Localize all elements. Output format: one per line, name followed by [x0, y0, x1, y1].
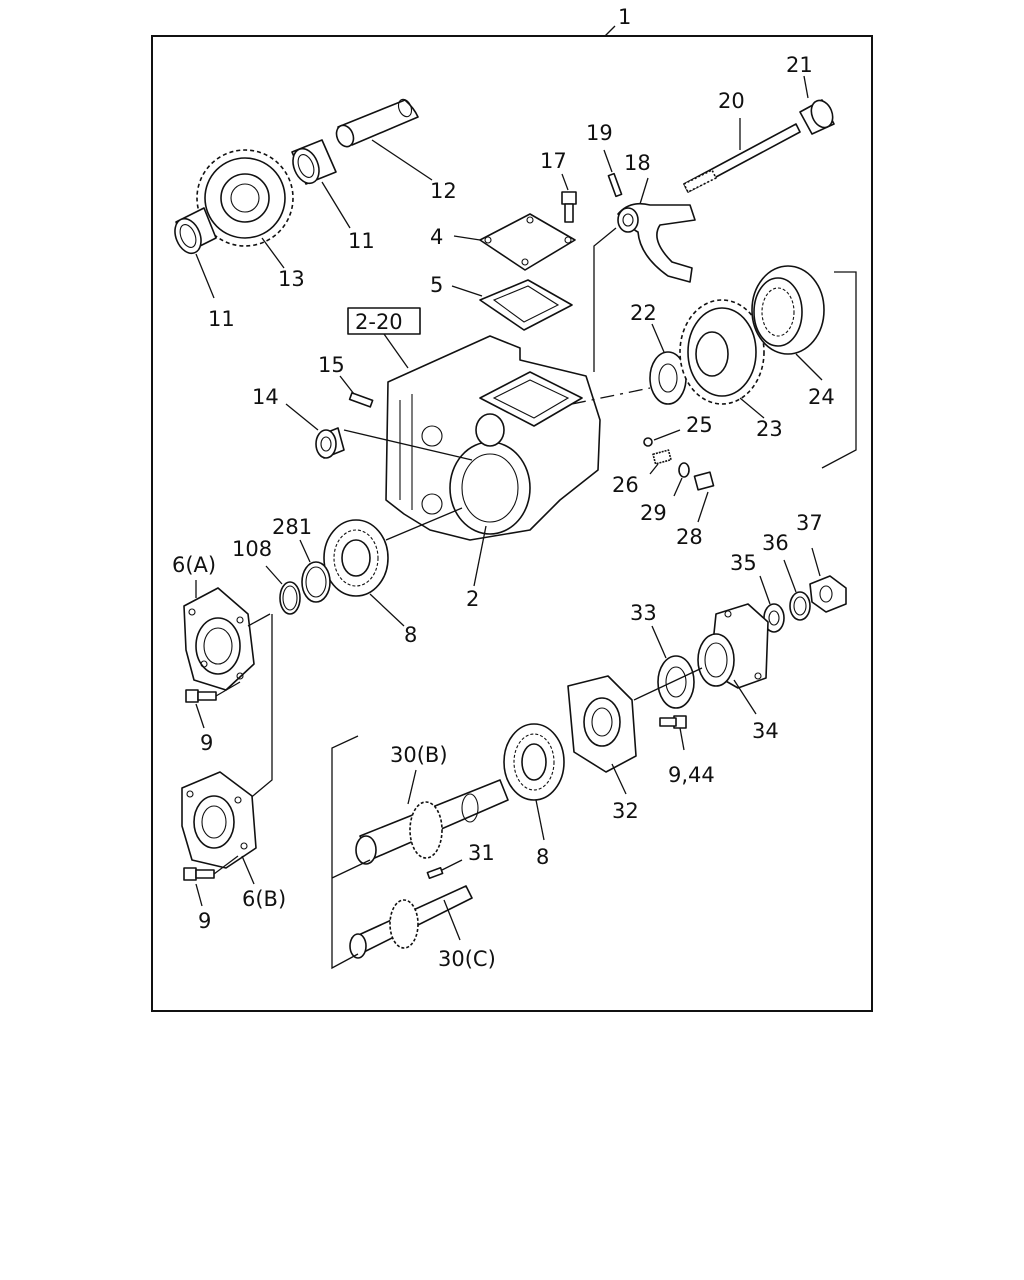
callout-33: 33: [630, 601, 657, 625]
callout-25: 25: [686, 413, 713, 437]
bracket-lower-left: [331, 735, 359, 970]
flange-6A: 6(A): [172, 553, 273, 801]
spring-26: 26: [612, 449, 672, 497]
cover-plate-4: 4: [430, 213, 576, 271]
callout-32: 32: [612, 799, 639, 823]
pin-15: 15: [318, 353, 374, 408]
callout-37: 37: [796, 511, 823, 535]
bolt-9-44: 9,44: [659, 715, 715, 787]
bolt-17: 17: [540, 149, 577, 223]
ball-bearing-8-upper: 8: [323, 507, 463, 647]
shaft-pin-12: 12: [335, 98, 457, 203]
callout-281: 281: [272, 515, 312, 539]
oil-seal-33: 33: [630, 601, 695, 709]
callout-12: 12: [430, 179, 457, 203]
washer-29: 29: [640, 462, 690, 525]
nut-37: 37: [796, 511, 847, 613]
bolt-9-upper: 9: [185, 681, 241, 755]
callout-4: 4: [430, 225, 443, 249]
lock-ring-36: 36: [762, 531, 811, 621]
callout-9-lower: 9: [198, 909, 211, 933]
callout-108: 108: [232, 537, 272, 561]
reference-box-label: 2-20: [355, 310, 403, 334]
plug-28: 28: [676, 471, 715, 549]
callout-11-lower: 11: [208, 307, 235, 331]
callout-13: 13: [278, 267, 305, 291]
gasket-5: 5: [430, 273, 573, 331]
leader-bracket-bearing: [331, 859, 371, 879]
callout-30C: 30(C): [438, 947, 496, 971]
callout-26: 26: [612, 473, 639, 497]
callout-28: 28: [676, 525, 703, 549]
pto-housing-2: 2: [385, 335, 601, 611]
bracket-right-upper: [821, 271, 857, 469]
callout-36: 36: [762, 531, 789, 555]
needle-bearing-11-lower: 11: [174, 207, 235, 331]
shift-rod-20: 20: [683, 89, 801, 193]
callout-34: 34: [752, 719, 779, 743]
thrust-washer-22: 22: [630, 301, 687, 405]
key-31: 31: [426, 841, 495, 880]
helical-gear-13: 13: [196, 149, 305, 291]
shaft-30B: 30(B): [355, 743, 509, 865]
callout-9-upper: 9: [200, 731, 213, 755]
callout-5: 5: [430, 273, 443, 297]
detent-ball-25: 25: [643, 413, 713, 447]
callout-14: 14: [252, 385, 279, 409]
callout-18: 18: [624, 151, 651, 175]
shift-fork-18: 18: [617, 151, 696, 283]
callout-29: 29: [640, 501, 667, 525]
callout-21: 21: [786, 53, 813, 77]
callout-8-upper: 8: [404, 623, 417, 647]
snap-ring-281: 281: [272, 515, 331, 603]
callout-1: 1: [618, 5, 631, 29]
centerline-fork: [593, 227, 617, 372]
oil-seal-14: 14: [252, 385, 473, 461]
shift-sleeve-24: 24: [751, 265, 835, 409]
callout-9-44: 9,44: [668, 763, 715, 787]
snap-ring-108: 108: [232, 537, 301, 615]
callout-17: 17: [540, 149, 567, 173]
washer-35: 35: [730, 551, 785, 633]
callout-15: 15: [318, 353, 345, 377]
callout-20: 20: [718, 89, 745, 113]
bushing-21: 21: [786, 53, 835, 135]
shaft-30C: 30(C): [349, 885, 496, 971]
callout-6A: 6(A): [172, 553, 216, 577]
bolt-9-lower: 9: [183, 855, 239, 933]
flange-32: 32: [567, 667, 703, 823]
centerline-gear: [571, 387, 651, 405]
needle-bearing-11-upper: 11: [291, 139, 375, 253]
callout-11-upper: 11: [348, 229, 375, 253]
callout-23: 23: [756, 417, 783, 441]
callout-2: 2: [466, 587, 479, 611]
helical-gear-23: 23: [679, 299, 783, 441]
callout-31: 31: [468, 841, 495, 865]
flange-6B: 6(B): [181, 771, 286, 911]
reference-box-2-20: 2-20: [347, 307, 421, 369]
bearing-housing-34: 34: [697, 603, 779, 743]
leader-1: [604, 25, 616, 37]
callout-22: 22: [630, 301, 657, 325]
ball-bearing-8-lower: 8: [503, 723, 565, 869]
callout-8-lower: 8: [536, 845, 549, 869]
callout-24: 24: [808, 385, 835, 409]
callout-35: 35: [730, 551, 757, 575]
diagram-frame: [151, 35, 873, 1012]
callout-6B: 6(B): [242, 887, 286, 911]
callout-30B: 30(B): [390, 743, 448, 767]
pin-19: 19: [586, 121, 623, 198]
callout-19: 19: [586, 121, 613, 145]
